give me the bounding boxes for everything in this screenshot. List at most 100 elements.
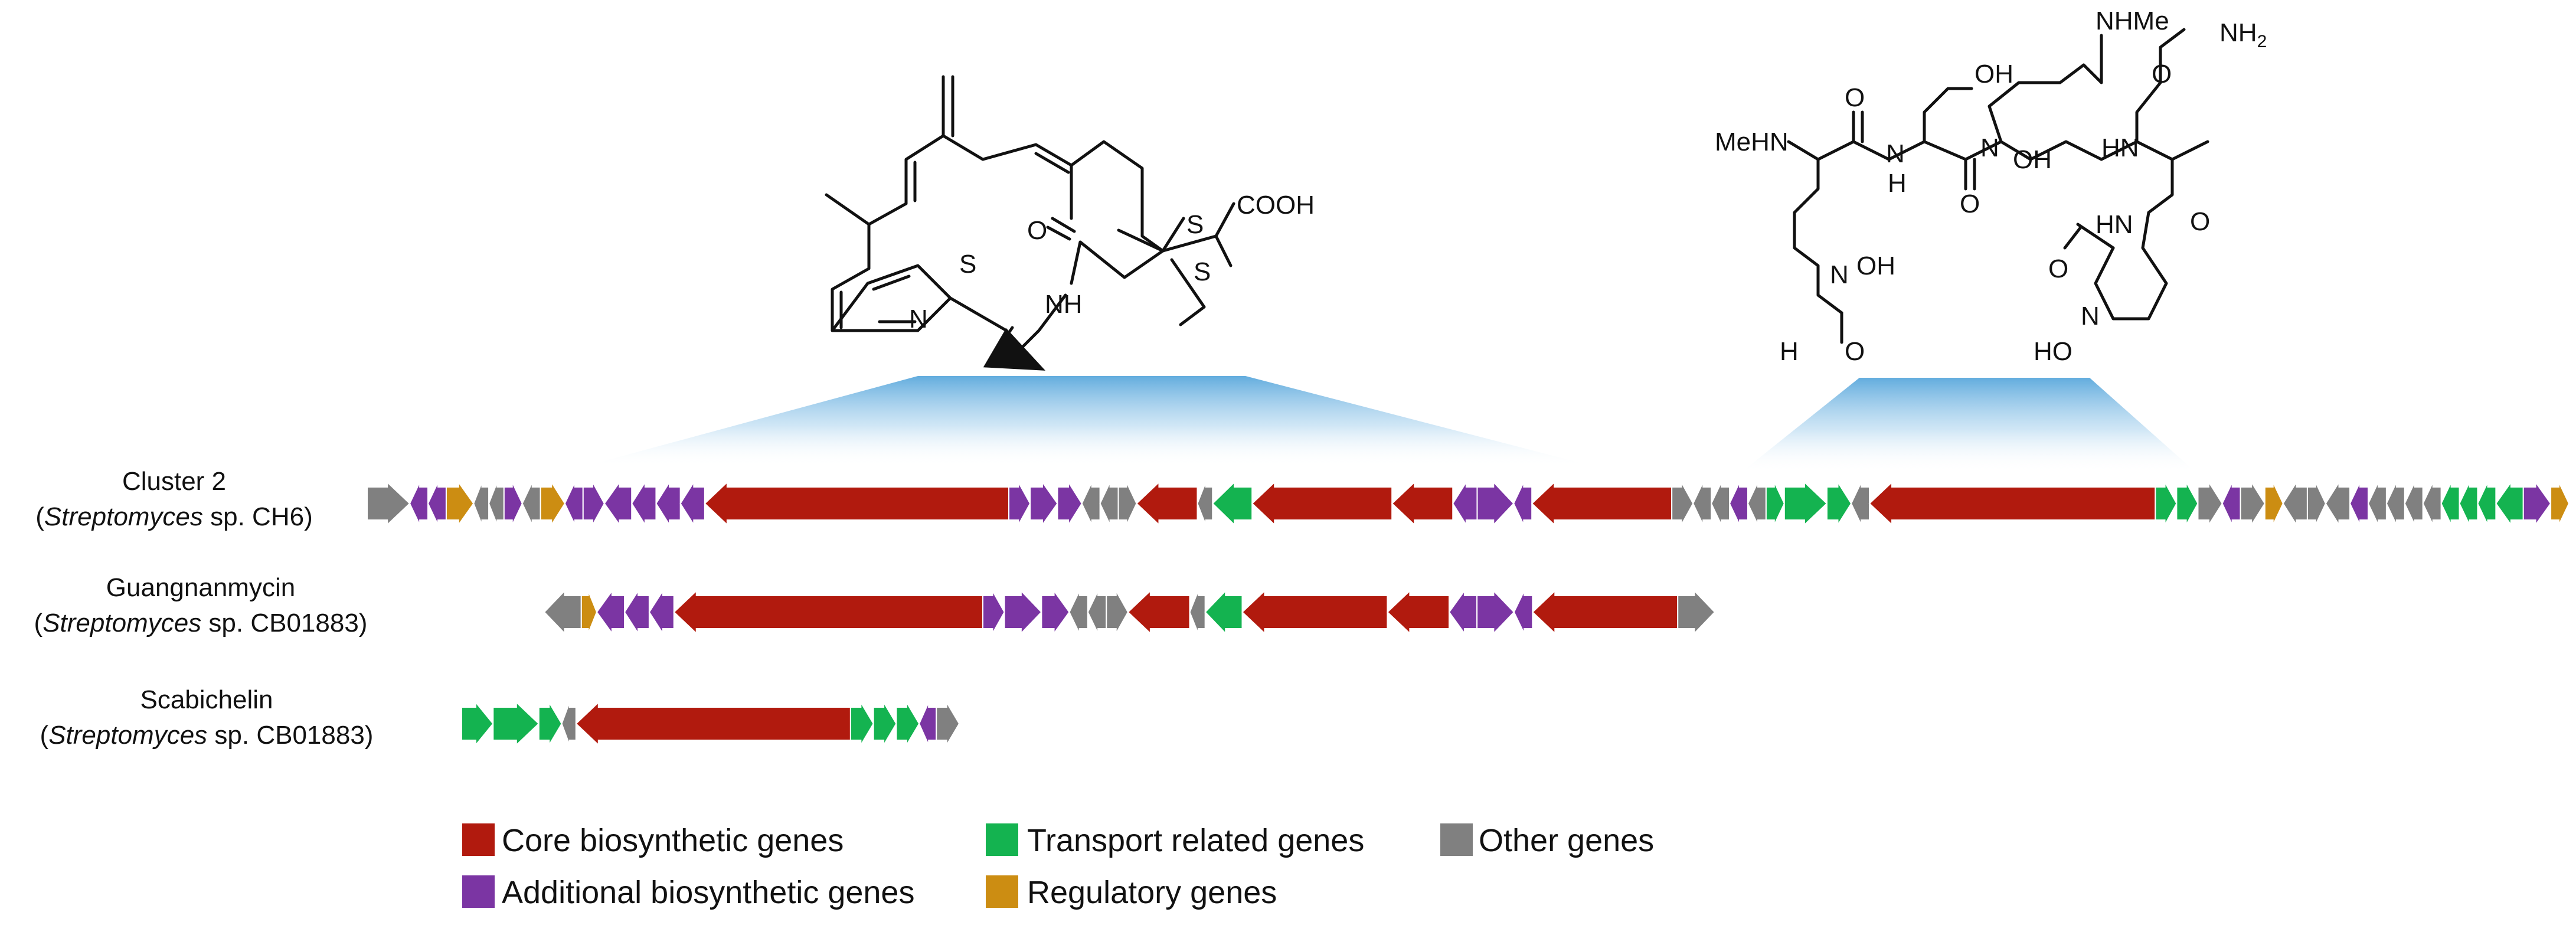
gene-arrow-other <box>1068 590 1088 634</box>
gene-arrow-additional <box>582 482 605 525</box>
label-s1: S <box>1186 210 1204 239</box>
row-label-scabichelin: Scabichelin <box>140 685 273 714</box>
gene-arrow-additional <box>655 480 681 527</box>
legend-swatch-regulatory <box>986 875 1018 908</box>
label-h-formyl: H <box>1780 337 1799 366</box>
gene-arrow-additional <box>623 589 650 636</box>
label-o4: O <box>2190 207 2210 236</box>
gene-arrow-other <box>1692 482 1712 525</box>
gene-track-cluster2 <box>367 480 2570 527</box>
label-cooh: COOH <box>1237 191 1315 220</box>
gene-arrow-transport <box>492 701 540 747</box>
gene-arrow-transport <box>849 700 874 747</box>
gene-arrow-other <box>1117 482 1137 525</box>
row-organism-cluster2: (Streptomyces sp. CH6) <box>35 502 312 531</box>
gene-arrow-additional <box>503 482 523 525</box>
projection-wedge-left <box>584 376 1594 466</box>
gene-arrow-transport <box>538 700 563 747</box>
label-nhme-top: NHMe <box>2096 6 2169 35</box>
gene-arrow-other <box>367 480 411 527</box>
gene-arrow-additional <box>1513 482 1533 525</box>
gene-arrow-additional <box>631 480 657 527</box>
label-amide-o: O <box>1027 216 1047 245</box>
gene-arrow-other <box>473 482 490 525</box>
gene-arrow-additional <box>1057 480 1083 527</box>
gene-arrow-additional <box>1041 589 1070 636</box>
gene-track-scabichelin <box>461 700 960 747</box>
gene-arrow-additional <box>918 702 937 746</box>
gene-arrow-other <box>2306 482 2326 525</box>
label-thiazole-s: S <box>959 250 976 279</box>
gene-arrow-other <box>2240 480 2266 527</box>
gene-arrow-transport <box>2459 482 2479 525</box>
legend-swatch-transport <box>986 823 1018 856</box>
label-o-lactam: O <box>2048 254 2068 283</box>
gene-arrow-core <box>575 701 851 747</box>
legend-swatch-additional <box>462 875 495 908</box>
gene-arrow-regulatory <box>2264 482 2284 525</box>
gene-arrow-transport <box>895 700 920 747</box>
label-n-formyl: N <box>1830 260 1849 289</box>
gene-arrow-core <box>1391 480 1454 527</box>
gene-arrow-regulatory <box>580 590 598 634</box>
gene-arrow-additional <box>1008 482 1031 525</box>
row-organism-guangnanmycin: (Streptomyces sp. CB01883) <box>34 609 368 638</box>
legend-label-core: Core biosynthetic genes <box>502 823 844 858</box>
gene-arrow-other <box>2385 482 2405 525</box>
row-label-cluster2: Cluster 2 <box>122 467 226 496</box>
gene-arrow-regulatory <box>540 480 566 527</box>
gene-arrow-transport <box>461 701 494 747</box>
gene-arrow-additional <box>1476 480 1515 527</box>
gene-arrow-other <box>1099 482 1119 525</box>
gene-arrow-other <box>1677 589 1716 635</box>
gene-arrow-core <box>673 589 983 635</box>
gene-arrow-transport <box>2176 482 2199 525</box>
gene-arrow-other <box>2367 482 2387 525</box>
gene-arrow-other <box>2197 480 2223 527</box>
gene-arrow-additional <box>596 589 626 636</box>
gene-arrow-other <box>2404 482 2424 525</box>
gene-arrow-other <box>2422 482 2442 525</box>
label-s2: S <box>1194 257 1211 286</box>
row-label-guangnanmycin: Guangnanmycin <box>106 573 295 602</box>
gene-arrow-additional <box>564 482 584 525</box>
gene-arrow-additional <box>1003 589 1042 635</box>
gene-arrow-transport <box>2155 482 2178 525</box>
gene-arrow-other <box>936 700 960 747</box>
label-h-sub: H <box>1888 169 1907 198</box>
left-chemical-structure: COOH S S O NH S N <box>825 75 1315 371</box>
gene-arrow-transport <box>1765 482 1785 525</box>
legend-label-transport: Transport related genes <box>1027 823 1364 858</box>
label-n-oh: N <box>1980 133 1999 162</box>
label-mehn: MeHN <box>1715 128 1789 156</box>
gene-arrow-other <box>1671 482 1694 525</box>
label-hn-right: HN <box>2101 133 2139 162</box>
gene-arrow-core <box>1127 589 1191 635</box>
label-nh: NH <box>1045 290 1083 319</box>
gene-arrow-core <box>1868 480 2156 527</box>
right-chemical-structure: NHMe MeHN OH NH2 N H N OH HN HN O O O O … <box>1715 6 2267 366</box>
gene-arrow-additional <box>1728 482 1748 525</box>
gene-arrow-other <box>1087 590 1107 634</box>
row-labels: Cluster 2 (Streptomyces sp. CH6) Guangna… <box>34 467 374 750</box>
gene-arrow-other <box>1851 482 1871 525</box>
gene-arrow-regulatory <box>2550 482 2570 525</box>
gene-arrow-core <box>1241 589 1388 635</box>
gene-arrow-transport <box>872 700 897 747</box>
gene-arrow-additional <box>2522 480 2552 527</box>
gene-arrow-other <box>1197 482 1214 525</box>
legend: Core biosynthetic genes Transport relate… <box>462 823 1654 910</box>
label-hn-lower: HN <box>2096 210 2133 239</box>
gene-arrow-transport <box>1783 480 1828 527</box>
gene-arrow-additional <box>1448 589 1478 636</box>
label-oh-right: OH <box>2013 145 2052 174</box>
gene-arrow-transport <box>2440 482 2460 525</box>
label-o2: O <box>1960 189 1980 218</box>
gene-arrow-other <box>1747 482 1767 525</box>
label-nh2: NH2 <box>2219 18 2267 51</box>
gene-arrow-other <box>1189 590 1206 634</box>
gene-arrow-transport <box>1826 480 1852 527</box>
gene-arrow-additional <box>1513 590 1534 634</box>
gene-arrow-transport <box>1211 480 1253 527</box>
